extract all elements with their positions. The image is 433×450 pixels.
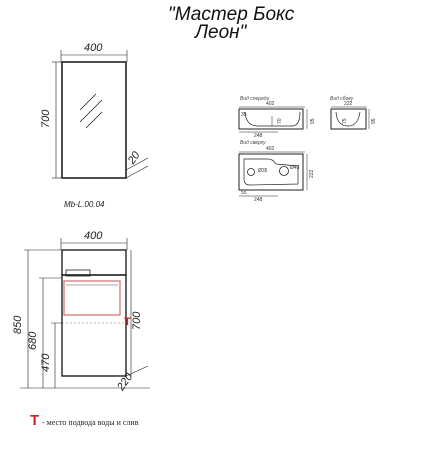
basin-top-width-label: 402 <box>266 146 275 152</box>
cabinet-basin-outline <box>61 249 127 276</box>
cabinet-mid-height-label: 680 <box>27 331 39 350</box>
basin-side-inner-label: 75 <box>342 118 348 124</box>
mirror-height-label: 700 <box>40 109 52 128</box>
cabinet-total-height-label: 850 <box>12 315 24 334</box>
basin-side-height-label: 95 <box>371 118 377 124</box>
cabinet-niche-outline <box>63 280 121 316</box>
basin-top-offset-label: 248 <box>254 197 263 203</box>
tap-hole-label: Ø35 <box>258 168 268 174</box>
basin-front-inner-a-label: 70 <box>277 118 283 124</box>
basin-top-edge-label: 55 <box>241 190 247 196</box>
basin-front-view <box>238 106 308 133</box>
mirror-drawing <box>52 50 149 179</box>
mirror-glare-mark <box>85 111 103 129</box>
basin-front-inner-b-label: 35 <box>241 112 247 118</box>
basin-front-view-title: Вид спереди <box>240 96 270 102</box>
model-code: Mb-L.00.04 <box>64 200 105 209</box>
title-line-1: "Мастер Бокс <box>168 4 295 25</box>
basin-side-width-label: 222 <box>344 101 353 107</box>
drain-hole-label: Ø43 <box>290 165 300 171</box>
basin-top-view-title: Вид сверху <box>240 140 266 146</box>
mirror-outline <box>61 61 127 179</box>
basin-front-offset-label: 248 <box>254 133 263 139</box>
drain-hole-circle <box>279 166 289 176</box>
basin-front-width-label: 402 <box>266 101 275 107</box>
basin-top-view <box>238 151 308 197</box>
mirror-glare-mark <box>79 93 97 111</box>
tap-hole-circle <box>247 168 255 176</box>
cabinet-basin-tap <box>65 269 91 277</box>
cabinet-body-height-label: 700 <box>131 311 143 330</box>
basin-front-height-label: 95 <box>310 118 316 124</box>
basin-top-depth-label: 222 <box>309 169 315 178</box>
basin-side-view <box>330 106 370 130</box>
water-supply-marker: T <box>124 316 131 328</box>
cabinet-width-label: 400 <box>84 230 103 242</box>
cabinet-floor-height-label: 470 <box>40 353 52 372</box>
mirror-width-label: 400 <box>84 42 103 54</box>
title-line-2: Леон" <box>195 22 247 43</box>
cabinet-drawing <box>20 238 150 389</box>
cabinet-body-outline <box>61 274 127 377</box>
mirror-glare-mark <box>79 99 103 123</box>
legend-marker: T <box>30 412 40 429</box>
legend-text: - место подвода воды и слив <box>42 418 139 427</box>
basin-side-view-title: Вид сбоку <box>330 96 354 102</box>
